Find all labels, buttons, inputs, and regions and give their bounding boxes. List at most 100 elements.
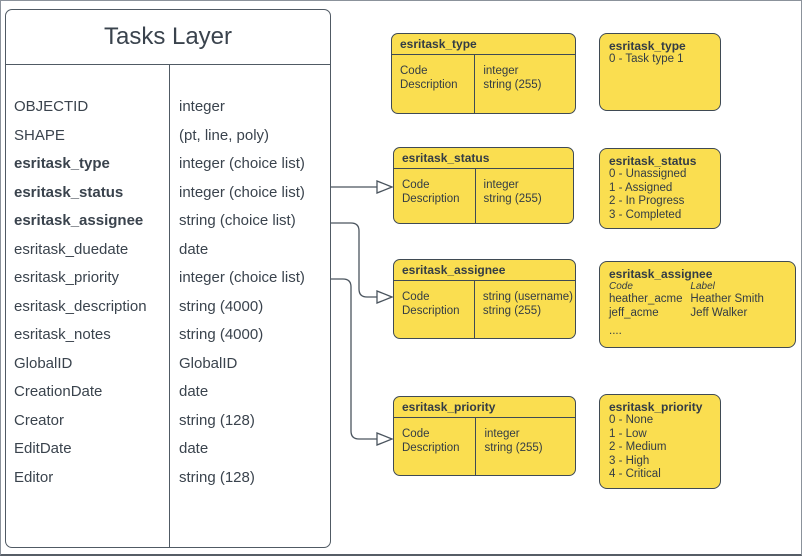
field-name: EditDate bbox=[14, 440, 72, 457]
tasks-layer-title: Tasks Layer bbox=[6, 10, 330, 65]
schema-field-name: Code bbox=[402, 179, 430, 191]
schema-field-type: string (username) bbox=[482, 291, 573, 303]
values-box-title: esritask_priority bbox=[609, 400, 703, 414]
schema-field-name: Code bbox=[402, 291, 430, 303]
field-row: esritask_description string (4000) bbox=[6, 293, 330, 322]
field-row: esritask_type integer (choice list) bbox=[6, 150, 330, 179]
schema-field-name: Code bbox=[400, 65, 428, 77]
field-type: (pt, line, poly) bbox=[179, 126, 270, 144]
values-box-title: esritask_type bbox=[609, 39, 686, 53]
field-row: Creator string (128) bbox=[6, 407, 330, 436]
connector-priority bbox=[331, 278, 377, 440]
schema-box-title: esritask_type bbox=[392, 34, 575, 55]
field-row: EditDate date bbox=[6, 435, 330, 464]
values-ellipsis: .... bbox=[609, 325, 622, 337]
field-type: integer (choice list) bbox=[179, 155, 305, 172]
field-name: esritask_duedate bbox=[14, 240, 129, 258]
connector-assignee bbox=[331, 222, 377, 298]
schema-field-name: Code bbox=[402, 428, 430, 440]
field-type: GlobalID bbox=[179, 354, 238, 372]
schema-field-type: integer bbox=[483, 65, 519, 77]
values-column-header: Code bbox=[609, 281, 633, 292]
field-name: GlobalID bbox=[14, 354, 73, 372]
field-row: Editor string (128) bbox=[6, 464, 330, 493]
values-line: 1 - Low bbox=[609, 427, 647, 440]
schema-field-type: string (255) bbox=[484, 442, 543, 454]
field-row: esritask_notes string (4000) bbox=[6, 321, 330, 350]
field-row: SHAPE (pt, line, poly) bbox=[6, 122, 330, 151]
field-row: esritask_duedate date bbox=[6, 236, 330, 265]
values-line: 4 - Critical bbox=[609, 468, 661, 480]
schema-field-name: Description bbox=[402, 442, 460, 454]
values-line: 2 - Medium bbox=[609, 441, 667, 453]
field-name: esritask_assignee bbox=[14, 212, 144, 229]
field-name: CreationDate bbox=[14, 383, 103, 400]
field-name: Editor bbox=[14, 468, 54, 486]
schema-field-type: string (255) bbox=[483, 79, 542, 91]
values-column-header: Label bbox=[690, 281, 715, 292]
values-label: Jeff Walker bbox=[690, 306, 748, 319]
values-label: Heather Smith bbox=[690, 293, 764, 305]
field-name: esritask_description bbox=[14, 297, 147, 315]
field-type: string (128) bbox=[179, 411, 255, 429]
schema-box-title: esritask_assignee bbox=[394, 260, 575, 281]
field-name: SHAPE bbox=[14, 126, 65, 144]
schema-field-name: Description bbox=[402, 305, 460, 317]
arrowhead-priority bbox=[376, 432, 394, 446]
field-name: esritask_type bbox=[14, 155, 110, 172]
field-type: date bbox=[179, 240, 209, 258]
schema-box-title: esritask_priority bbox=[394, 397, 575, 418]
field-type: integer (choice list) bbox=[179, 269, 305, 286]
column-divider bbox=[169, 65, 170, 547]
schema-field-type: integer bbox=[483, 179, 519, 191]
field-row: GlobalID GlobalID bbox=[6, 350, 330, 379]
field-row: esritask_priority integer (choice list) bbox=[6, 264, 330, 293]
values-line: 1 - Assigned bbox=[609, 181, 673, 194]
field-row: esritask_assignee string (choice list) bbox=[6, 207, 330, 236]
field-type: date bbox=[179, 440, 209, 457]
schema-field-types: string (username) string (255) bbox=[473, 281, 575, 338]
values-code: jeff_acme bbox=[609, 306, 659, 319]
field-name: Creator bbox=[14, 411, 65, 429]
field-type: string (4000) bbox=[179, 297, 264, 315]
schema-box-title: esritask_status bbox=[394, 148, 573, 169]
schema-field-name: Description bbox=[400, 79, 458, 91]
schema-field-type: string (255) bbox=[482, 305, 542, 317]
field-type: string (choice list) bbox=[179, 212, 296, 229]
values-box-title: esritask_assignee bbox=[609, 267, 713, 281]
field-name: esritask_notes bbox=[14, 326, 111, 343]
field-type: string (128) bbox=[179, 468, 255, 486]
field-name: OBJECTID bbox=[14, 98, 89, 115]
values-line: 0 - Unassigned bbox=[609, 168, 687, 180]
values-box-title: esritask_status bbox=[609, 154, 697, 168]
arrowhead-status bbox=[376, 180, 394, 194]
field-name: esritask_priority bbox=[14, 269, 120, 286]
field-name: esritask_status bbox=[14, 183, 124, 201]
values-line: 3 - High bbox=[609, 454, 650, 467]
schema-field-types: integer string (255) bbox=[474, 55, 575, 113]
arrowhead-assignee bbox=[376, 290, 394, 304]
field-type: string (4000) bbox=[179, 326, 264, 343]
values-line: 3 - Completed bbox=[609, 208, 682, 221]
values-code: heather_acme bbox=[609, 293, 683, 305]
